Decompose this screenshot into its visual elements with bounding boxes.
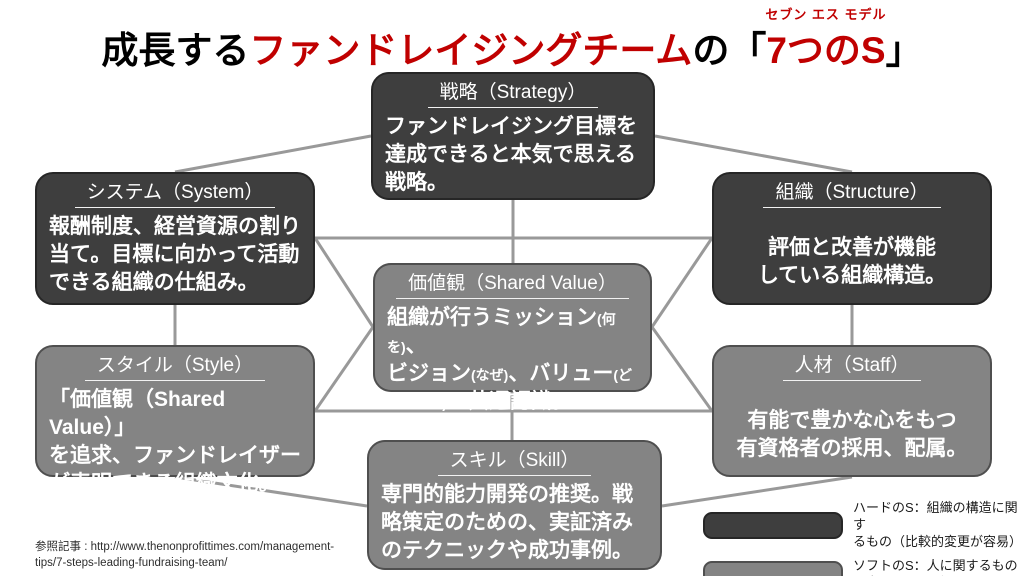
title-bracket-open: 「 [729, 30, 767, 71]
page-title: 成長するファンドレイジングチームの「 セブン エス モデル 7つのS」 [0, 7, 1024, 74]
structure-title: 組織（Structure） [763, 181, 941, 208]
reference-note: 参照記事 : http://www.thenonprofittimes.com/… [35, 541, 335, 569]
line-strategy-system [174, 134, 372, 174]
shared-value-text: 組織が行うミッション [387, 305, 597, 329]
system-title: システム（System） [74, 181, 276, 208]
line-sharedvalue-staff [650, 326, 714, 412]
shared-value-text-3: 、バリュー [508, 361, 614, 385]
style-title: スタイル（Style） [84, 354, 266, 381]
line-sharedvalue-structure [650, 237, 714, 328]
style-box: スタイル（Style） 「価値観（Shared Value）」 を追求、ファンド… [35, 345, 315, 495]
structure-body: 評価と改善が機能 している組織構造。 [757, 235, 947, 287]
line-style-skill [174, 475, 368, 508]
legend-row-soft: ソフトのS：人に関するもの （変更に時間がかかる） [703, 558, 1024, 576]
legend-soft-swatch [703, 561, 843, 576]
title-part-black-2: の [692, 30, 730, 71]
legend-hard-swatch [703, 511, 843, 539]
title-part-black-1: 成長する [101, 30, 250, 71]
shared-value-text-4: の共通認識。 [446, 389, 573, 413]
line-system-sharedvalue [313, 237, 375, 328]
shared-value-body: 組織が行うミッション(何を)、 ビジョン(なぜ)、バリュー(ど うやって)の共通… [387, 304, 638, 416]
skill-title: スキル（Skill） [437, 449, 592, 476]
strategy-title: 戦略（Strategy） [427, 81, 599, 108]
line-strategy-structure [654, 134, 853, 174]
title-part-red-1: ファンドレイジングチーム [249, 30, 693, 71]
line-sharedvalue-style [313, 326, 375, 412]
strategy-body: ファンドレイジング目標を 達成できると本気で思える 戦略。 [385, 114, 637, 194]
shared-value-box: 価値観（Shared Value） 組織が行うミッション(何を)、 ビジョン(な… [373, 263, 652, 413]
title-ruby-annotation: セブン エス モデル [765, 7, 887, 22]
title-part-red-2: 7つのS [766, 30, 886, 71]
staff-title: 人材（Staff） [782, 354, 922, 381]
staff-body: 有能で豊かな心をもつ 有資格者の採用、配属。 [736, 408, 968, 460]
line-staff-skill [661, 475, 853, 508]
title-seven-s: セブン エス モデル 7つのS [765, 7, 886, 74]
skill-box: スキル（Skill） 専門的能力開発の推奨。戦 略策定のための、実証済み のテク… [367, 440, 662, 570]
shared-value-small-1: (何を) [387, 310, 616, 355]
shared-value-title: 価値観（Shared Value） [396, 272, 629, 299]
shared-value-text-2: 、 ビジョン [387, 333, 471, 385]
shared-value-small-2: (なぜ) [471, 366, 509, 383]
shared-value-small-3: (ど うやって) [387, 366, 632, 411]
title-bracket-close: 」 [885, 30, 923, 71]
strategy-box: 戦略（Strategy） ファンドレイジング目標を 達成できると本気で思える 戦… [371, 72, 655, 200]
skill-body: 専門的能力開発の推奨。戦 略策定のための、実証済み のテクニックや成功事例。 [381, 482, 633, 562]
legend-hard-label: ハードのS：組織の構造に関す るもの（比較的変更が容易） [853, 500, 1023, 549]
legend: ハードのS：組織の構造に関す るもの（比較的変更が容易） ソフトのS：人に関する… [703, 500, 1024, 576]
legend-soft-label: ソフトのS：人に関するもの （変更に時間がかかる） [853, 557, 1018, 576]
staff-box: 人材（Staff） 有能で豊かな心をもつ 有資格者の採用、配属。 [712, 345, 992, 477]
structure-box: 組織（Structure） 評価と改善が機能 している組織構造。 [712, 172, 992, 305]
system-box: システム（System） 報酬制度、経営資源の割り 当て。目標に向かって活動 で… [35, 172, 315, 305]
legend-row-hard: ハードのS：組織の構造に関す るもの（比較的変更が容易） [703, 500, 1024, 551]
style-body: 「価値観（Shared Value）」 を追求、ファンドレイザー が表明できる組… [49, 387, 301, 495]
system-body: 報酬制度、経営資源の割り 当て。目標に向かって活動 できる組織の仕組み。 [49, 214, 301, 294]
